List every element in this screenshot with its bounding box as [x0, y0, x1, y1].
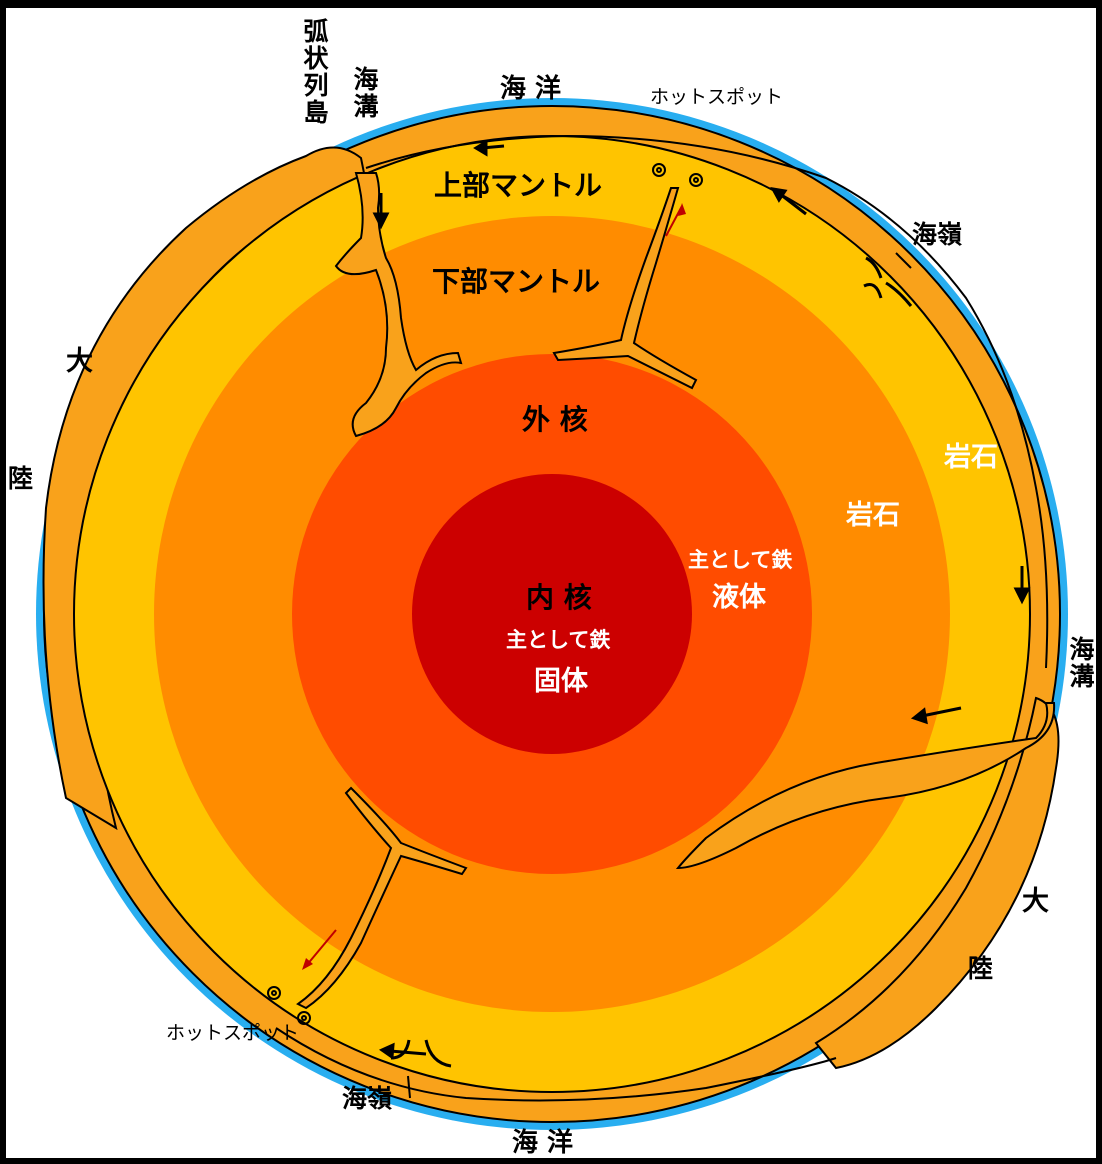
inner-core-label: 内 核 [526, 581, 592, 614]
upper-mantle-label: 上部マントル [434, 169, 603, 202]
plume-arrow-bottom [305, 929, 337, 967]
outer-core-state: 液体 [712, 582, 766, 613]
ocean-bottom-label: 海 洋 [512, 1128, 574, 1158]
rock-lower-label: 岩石 [846, 500, 900, 531]
trench-right-label: 海溝 [1066, 636, 1095, 690]
inner-core-composition: 主として鉄 [506, 628, 611, 652]
ridge-bottom-label: 海嶺 [342, 1084, 393, 1113]
ridge-notch-right [895, 252, 912, 269]
plume-top [552, 187, 698, 390]
trench-top-label: 海溝 [350, 66, 379, 120]
ridge-arrows-bottom [390, 1039, 452, 1068]
plume-bottom [296, 786, 468, 1010]
subducting-slab-left [334, 172, 463, 438]
continent-right [814, 696, 1060, 1070]
earth-cross-section [36, 98, 1068, 1130]
lower-mantle-label: 下部マントル [432, 265, 601, 298]
hotspot-bottom-label: ホットスポット [166, 1022, 300, 1044]
outer-core-composition: 主として鉄 [688, 548, 793, 572]
hotspot-swirl-bottom [267, 986, 311, 1025]
lower-plate-line [275, 1027, 837, 1102]
continent-left-label-1: 大 [66, 346, 93, 377]
upper-plate-line [365, 134, 1049, 669]
continent-right-label-1: 大 [1022, 886, 1049, 917]
earth-structure-diagram: 弧状列島 海溝 海 洋 ホットスポット 上部マントル 海嶺 下部マントル 大 陸… [6, 8, 1096, 1158]
flow-arrows [372, 139, 1031, 1060]
ridge-right-label: 海嶺 [912, 220, 963, 249]
inner-core-layer [412, 474, 692, 754]
outer-core-label: 外 核 [522, 403, 588, 436]
ridge-notch-bottom [407, 1075, 411, 1099]
rock-upper-label: 岩石 [944, 442, 998, 473]
ocean-top-label: 海 洋 [500, 74, 562, 104]
ridge-arrows-right [863, 256, 913, 307]
continent-left-label-2: 陸 [8, 464, 34, 493]
subducting-slab-right [675, 702, 1056, 870]
continent-right-label-2: 陸 [968, 954, 994, 983]
inner-core-state: 固体 [534, 666, 588, 697]
plume-arrow-top [665, 205, 683, 237]
hotspot-top-label: ホットスポット [650, 86, 784, 108]
arc-islands-label: 弧状列島 [300, 18, 329, 126]
hotspot-swirl-top [652, 163, 703, 187]
